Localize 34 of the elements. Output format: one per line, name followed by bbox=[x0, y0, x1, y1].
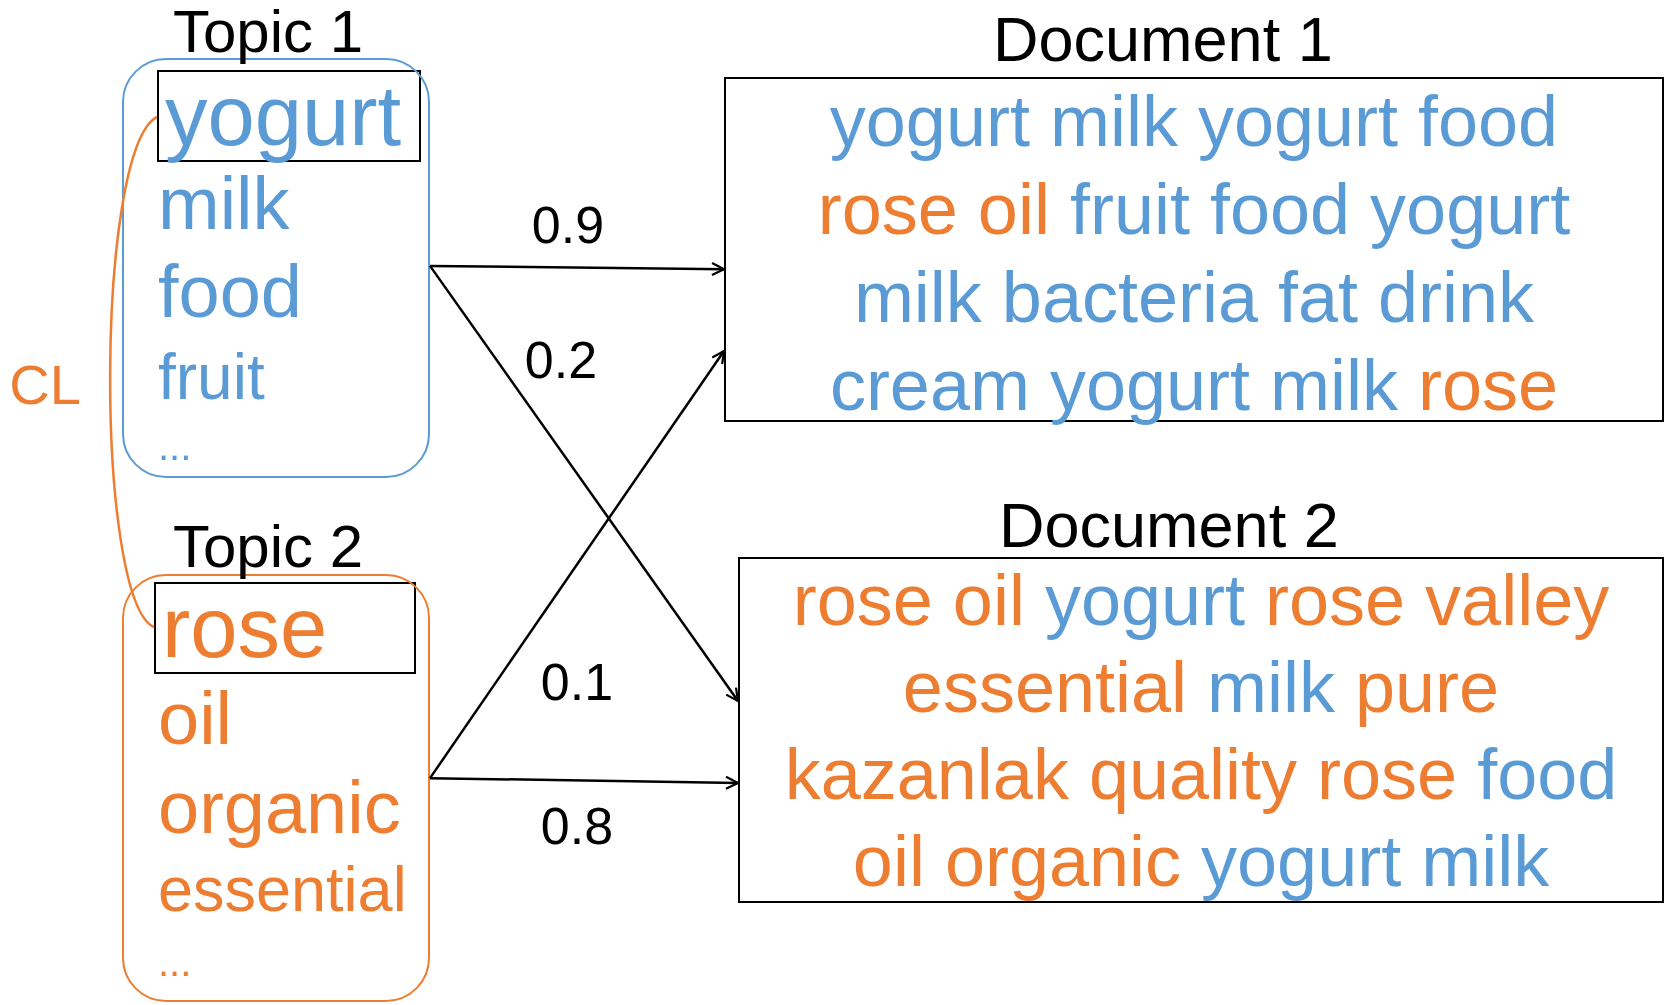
document-words: rose bbox=[1418, 345, 1559, 425]
topic-heading: Topic 2 bbox=[173, 517, 364, 577]
arrow bbox=[428, 265, 740, 703]
word-box bbox=[154, 582, 416, 674]
document-words: pure bbox=[1355, 647, 1500, 727]
arrow bbox=[428, 349, 726, 779]
document-words: milk bacteria fat drink bbox=[853, 257, 1535, 337]
document-words: yogurt milk yogurt food bbox=[829, 81, 1559, 161]
topic-word: ... bbox=[158, 423, 192, 470]
document-words: yogurt bbox=[1044, 560, 1246, 640]
document-words: milk bbox=[1207, 647, 1335, 727]
document-words: rose oil bbox=[817, 169, 1050, 249]
document-words: oil organic bbox=[852, 821, 1182, 901]
arrow bbox=[430, 775, 740, 790]
document-words: yogurt milk bbox=[1201, 821, 1550, 901]
document-words: cream yogurt milk bbox=[829, 345, 1398, 425]
document-words: food bbox=[1477, 734, 1618, 814]
topic-word: ... bbox=[158, 939, 192, 986]
document-heading: Document 1 bbox=[993, 8, 1333, 71]
document-heading: Document 2 bbox=[999, 494, 1339, 557]
topic-word: rose bbox=[162, 582, 328, 674]
topic-word: organic bbox=[158, 764, 401, 851]
topic-heading: Topic 1 bbox=[173, 2, 364, 62]
document-words: essential bbox=[902, 647, 1188, 727]
topic-word: food bbox=[158, 248, 303, 335]
topic-word: oil bbox=[158, 675, 233, 762]
arrow bbox=[430, 261, 726, 277]
document-words: rose valley bbox=[1265, 560, 1610, 640]
document-words: kazanlak quality rose bbox=[784, 734, 1458, 814]
topic-word: fruit bbox=[158, 339, 265, 415]
topic-word: essential bbox=[158, 853, 407, 927]
document-words: rose oil bbox=[792, 560, 1025, 640]
topic-word: yogurt bbox=[165, 70, 402, 162]
document-words: fruit food yogurt bbox=[1069, 169, 1571, 249]
